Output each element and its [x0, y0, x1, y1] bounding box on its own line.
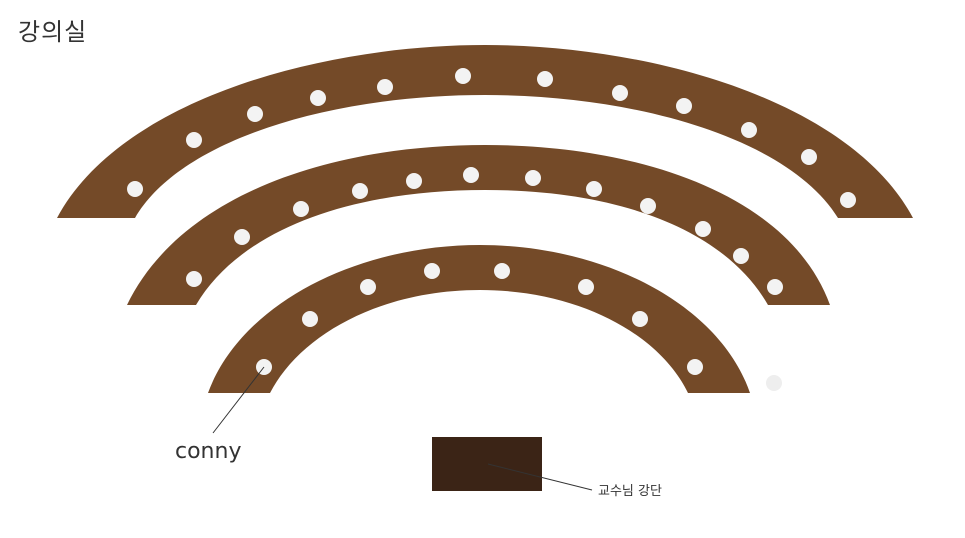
- seat[interactable]: [360, 279, 376, 295]
- seat[interactable]: [767, 279, 783, 295]
- back-row-seats: [127, 68, 856, 208]
- seat[interactable]: [578, 279, 594, 295]
- seat[interactable]: [186, 132, 202, 148]
- page-title: 강의실: [18, 18, 88, 46]
- seat[interactable]: [640, 198, 656, 214]
- seat[interactable]: [586, 181, 602, 197]
- professor-podium: [432, 437, 542, 491]
- seat[interactable]: [612, 85, 628, 101]
- front-row-band: [208, 245, 750, 393]
- seat[interactable]: [733, 248, 749, 264]
- student-leader-line: [212, 366, 265, 434]
- front-row-seats: [256, 263, 703, 375]
- empty-seat[interactable]: [766, 375, 782, 391]
- student-label: conny: [175, 439, 241, 464]
- middle-row-band: [127, 145, 830, 305]
- seat[interactable]: [537, 71, 553, 87]
- back-row-band: [57, 45, 913, 218]
- seat[interactable]: [695, 221, 711, 237]
- podium-leader-line: [487, 463, 593, 491]
- seat[interactable]: [687, 359, 703, 375]
- seat[interactable]: [676, 98, 692, 114]
- seat[interactable]: [310, 90, 326, 106]
- seat[interactable]: [302, 311, 318, 327]
- seat[interactable]: [741, 122, 757, 138]
- seat[interactable]: [424, 263, 440, 279]
- seat[interactable]: [455, 68, 471, 84]
- seat[interactable]: [801, 149, 817, 165]
- seat[interactable]: [463, 167, 479, 183]
- podium-label: 교수님 강단: [598, 484, 662, 499]
- middle-row-seats: [186, 167, 783, 295]
- seat[interactable]: [127, 181, 143, 197]
- seat[interactable]: [186, 271, 202, 287]
- seat[interactable]: [632, 311, 648, 327]
- seat[interactable]: [352, 183, 368, 199]
- seat[interactable]: [247, 106, 263, 122]
- seat[interactable]: [840, 192, 856, 208]
- seat[interactable]: [234, 229, 250, 245]
- seat[interactable]: [494, 263, 510, 279]
- seat[interactable]: [377, 79, 393, 95]
- seat[interactable]: [406, 173, 422, 189]
- seat[interactable]: [525, 170, 541, 186]
- seat[interactable]: [293, 201, 309, 217]
